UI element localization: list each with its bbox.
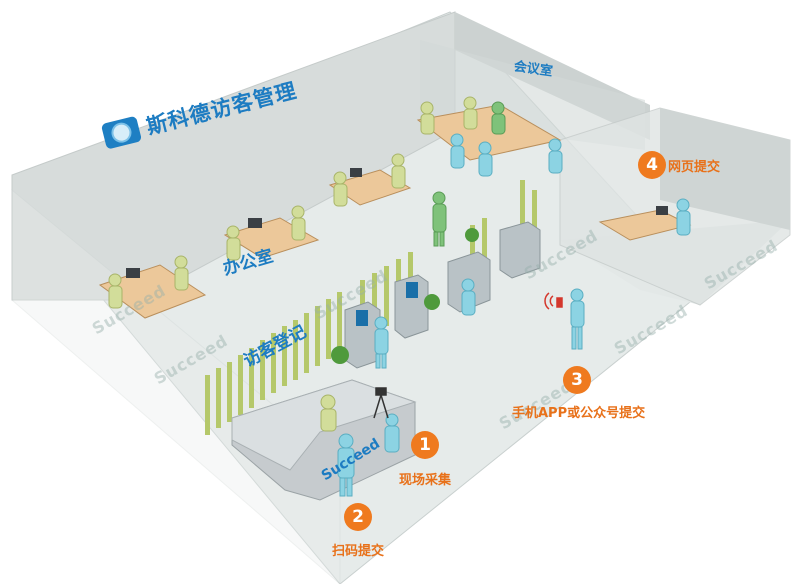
step-1-badge: 1 [411,431,439,459]
plants [331,228,479,364]
monitors [126,168,668,278]
step-2-label: 扫码提交 [332,544,385,559]
step-3-badge: 3 [563,366,591,394]
side-room-back [660,108,790,230]
step-3-label: 手机APP或公众号提交 [512,406,646,421]
step-4-label: 网页提交 [668,160,721,175]
step-4-badge: 4 [638,151,666,179]
visitors [337,133,691,497]
staff [108,96,478,432]
staff-green [432,101,506,247]
step-1-label: 现场采集 [399,473,452,488]
kiosk-screens [356,282,418,326]
camera-tripod-icon [373,387,389,419]
step-2-badge: 2 [344,503,372,531]
phone-signal-icon [544,292,563,310]
